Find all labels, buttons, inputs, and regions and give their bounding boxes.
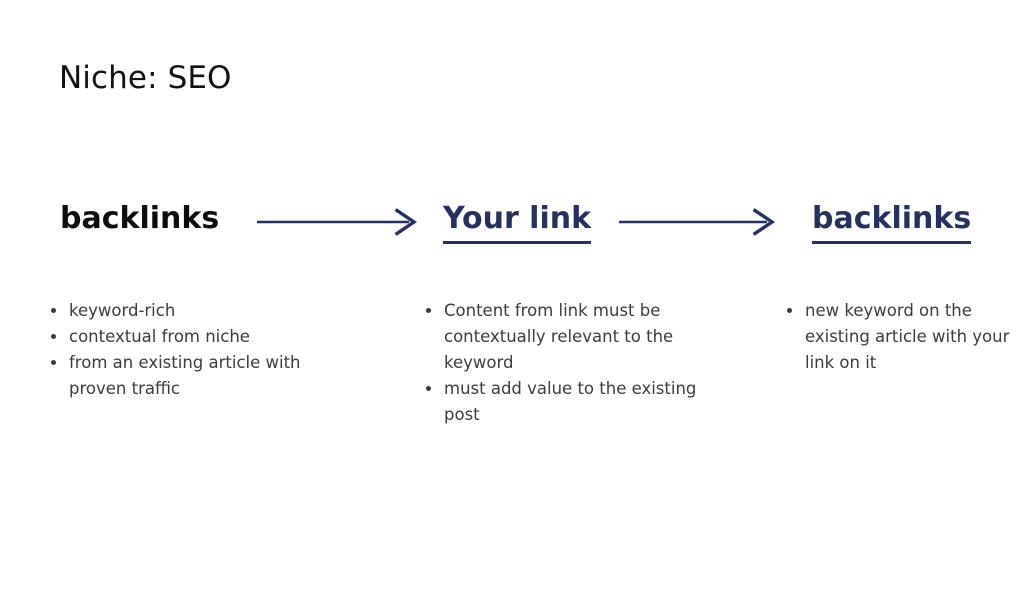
column-heading-backlinks-source: backlinks — [60, 198, 219, 240]
list-item: Content from link must be contextually r… — [421, 298, 711, 376]
column-heading-text: backlinks — [60, 201, 220, 236]
page-title: Niche: SEO — [59, 60, 232, 96]
list-item-text: contextual from niche — [69, 327, 250, 346]
flow-headings-row: backlinks Your link backlinks — [0, 198, 1024, 250]
column-heading-backlinks-target[interactable]: backlinks — [812, 198, 972, 244]
bullet-point-icon — [426, 386, 431, 391]
bullet-point-icon — [51, 334, 56, 339]
list-item: keyword-rich — [46, 298, 346, 324]
arrow-right-icon — [257, 206, 418, 238]
column-heading-your-link[interactable]: Your link — [443, 198, 592, 244]
list-item: from an existing article with proven tra… — [46, 350, 346, 402]
list-item: contextual from niche — [46, 324, 346, 350]
list-item-text: new keyword on the existing article with… — [805, 301, 1010, 372]
column-heading-text: backlinks — [812, 198, 972, 244]
column-heading-text: Your link — [443, 198, 592, 244]
list-item-text: must add value to the existing post — [444, 379, 697, 424]
list-item-text: keyword-rich — [69, 301, 176, 320]
list-item: must add value to the existing post — [421, 376, 711, 428]
list-item-text: Content from link must be contextually r… — [444, 301, 674, 372]
arrow-right-icon — [619, 206, 776, 238]
list-item-text: from an existing article with proven tra… — [69, 353, 301, 398]
bullet-point-icon — [787, 308, 792, 313]
bullet-point-icon — [51, 308, 56, 313]
bullet-point-icon — [426, 308, 431, 313]
bullet-list-backlinks-source: keyword-rich contextual from niche from … — [46, 298, 346, 402]
bullet-list-your-link: Content from link must be contextually r… — [421, 298, 711, 428]
list-item: new keyword on the existing article with… — [782, 298, 1012, 376]
bullet-point-icon — [51, 360, 56, 365]
bullet-list-backlinks-target: new keyword on the existing article with… — [782, 298, 1012, 376]
